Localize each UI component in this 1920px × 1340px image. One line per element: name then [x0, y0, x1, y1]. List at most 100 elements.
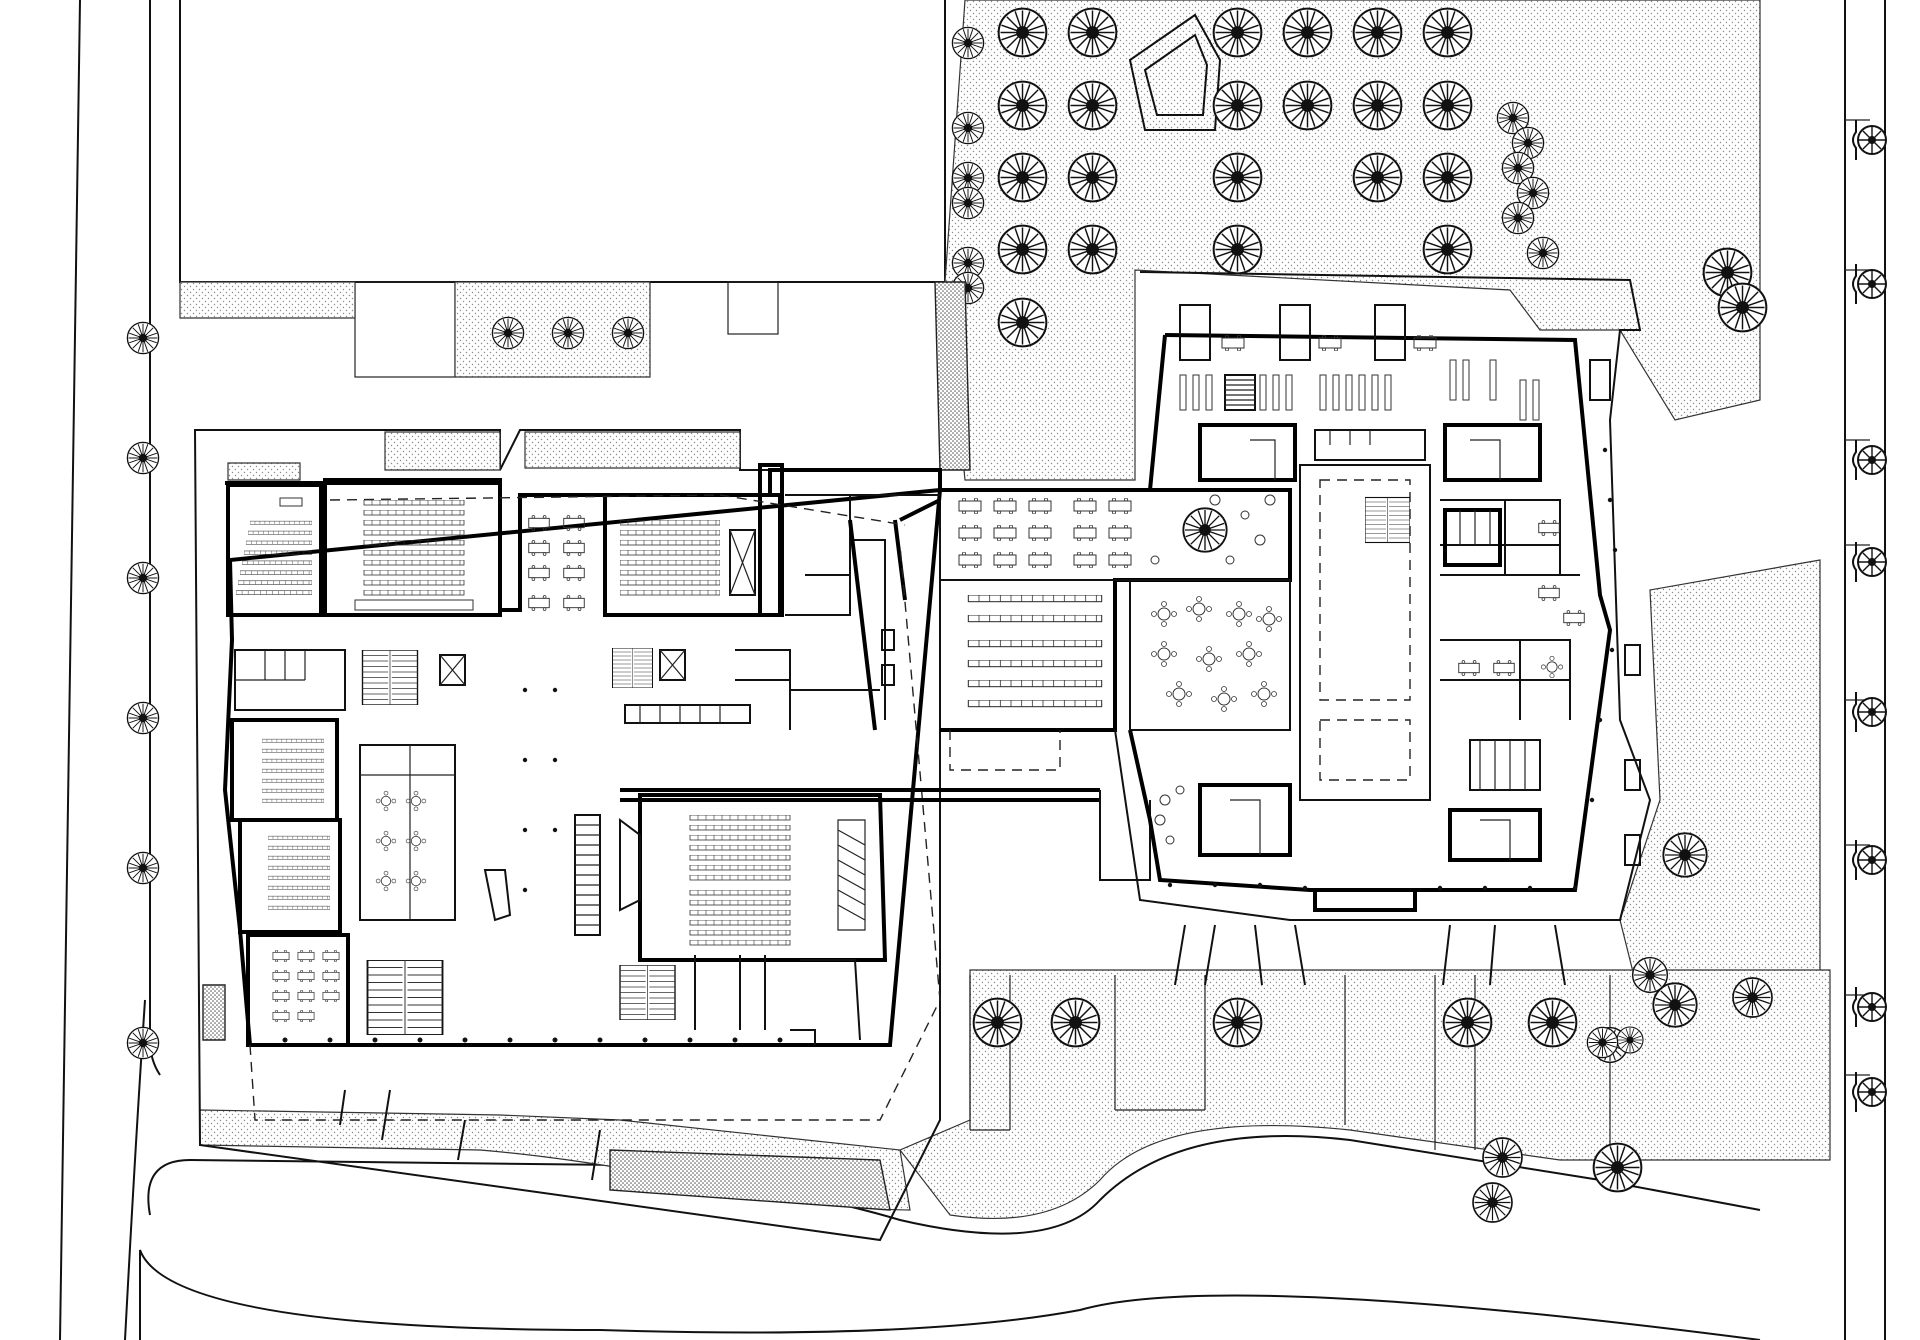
west-podium-dense: [202, 281, 971, 1041]
west-lift: [439, 654, 466, 686]
tree-icon: [1212, 7, 1263, 58]
courtyard-shrubs: [1150, 494, 1276, 565]
classroom-c-desks: [272, 950, 340, 1022]
east-wing: [1114, 271, 1652, 921]
tree-icon: [551, 316, 585, 350]
upper-stair-cross: [729, 529, 756, 596]
tree-icon: [1422, 80, 1473, 131]
south-rooms: [694, 955, 861, 1041]
lounge-outline: [1130, 579, 1291, 731]
main-auditorium-stage: [619, 818, 641, 912]
bridge-corridor: [620, 788, 1100, 802]
west-stair-core: [361, 650, 419, 705]
library-stair: [1224, 374, 1256, 411]
west-wing-lift: [881, 629, 895, 651]
west-roof-overhang: [249, 544, 941, 1121]
library-desk-block-3: [1374, 304, 1406, 361]
tree-icon: [1852, 119, 1887, 161]
south-central-stair-core: [619, 965, 676, 1020]
library-desk-block-2: [1279, 304, 1311, 361]
tree-icon: [1182, 507, 1228, 553]
tree-icon: [126, 1026, 160, 1060]
east-north-core-1: [1198, 423, 1297, 482]
east-south-core-2: [1448, 808, 1542, 862]
library-desk-block-1: [1179, 304, 1211, 361]
north-service-rooms: [735, 649, 880, 730]
tree-icon: [126, 321, 160, 355]
north-counter: [624, 704, 751, 724]
west-street-edge-2: [59, 0, 81, 1340]
study-area-desks: [967, 595, 1103, 708]
tree-icon: [1442, 997, 1493, 1048]
tree-icon: [1717, 282, 1768, 333]
east-archive: [1469, 739, 1541, 791]
tree-icon: [1212, 80, 1263, 131]
tree-icon: [1501, 201, 1535, 235]
tree-icon: [972, 997, 1023, 1048]
east-courtyard: [1299, 464, 1431, 801]
tree-icon: [1852, 1071, 1887, 1113]
tree-icon: [997, 224, 1048, 275]
tree-icon: [1067, 80, 1118, 131]
west-wing-service-rooms: [785, 494, 940, 720]
east-bench-3: [1624, 834, 1641, 866]
east-courtyard-dashed-2: [1319, 719, 1411, 781]
classroom-b-seating: [268, 835, 330, 910]
lecture-hall-2: [323, 478, 502, 617]
tree-icon: [126, 561, 160, 595]
central-meeting-partitions: [360, 745, 455, 920]
classroom-a: [230, 718, 339, 822]
tree-icon: [1050, 997, 1101, 1048]
classroom-b: [238, 818, 342, 934]
tree-icon: [1422, 7, 1473, 58]
bridge-link: [1099, 790, 1151, 881]
tree-icon: [997, 297, 1048, 348]
tree-icon: [1852, 439, 1887, 481]
tree-icon: [1586, 1026, 1619, 1059]
tree-icon: [951, 186, 985, 220]
west-wing-diagonal-wall: [848, 498, 941, 731]
east-courtyard-dashed: [1319, 479, 1411, 701]
tree-icon: [997, 7, 1048, 58]
west-wing: [193, 281, 971, 1242]
tree-icon: [126, 701, 160, 735]
east-parking-bays: [1845, 119, 1870, 1076]
classroom-a-seating: [262, 738, 324, 803]
lecture-hall-2-stage: [354, 599, 474, 611]
south-plaza-dense: [609, 1149, 891, 1211]
tree-icon: [951, 26, 985, 60]
east-canopy: [1589, 359, 1611, 401]
tree-icon: [1212, 224, 1263, 275]
upper-stage-room: [758, 463, 784, 617]
tree-icon: [1422, 224, 1473, 275]
east-offices-2: [1440, 639, 1571, 720]
south-parking-stripes: [969, 975, 1611, 1160]
tree-icon: [1212, 997, 1263, 1048]
north-central-stair-core: [611, 648, 654, 688]
south-reception: [790, 1029, 816, 1045]
bridge-corridor-dashed: [949, 730, 1061, 771]
library-shelves: [1179, 359, 1540, 421]
west-toilets-partitions: [235, 650, 306, 681]
west-street-edge: [149, 0, 161, 1076]
north-lot-outline: [179, 0, 946, 283]
tree-icon: [1652, 982, 1698, 1028]
tree-icon: [1852, 839, 1887, 881]
north-lot-block-2: [727, 281, 779, 335]
tree-icon: [1482, 1137, 1523, 1178]
tree-icon: [491, 316, 525, 350]
central-meeting-tables: [375, 790, 427, 892]
tree-icon: [1282, 80, 1333, 131]
west-roof-overhang-2: [329, 494, 906, 526]
east-wing-outer-wall-west: [1148, 334, 1167, 491]
lecture-hall-1-lectern: [279, 497, 303, 507]
tree-icon: [1616, 1026, 1644, 1054]
tree-icon: [1212, 152, 1263, 203]
connector: [620, 488, 1292, 881]
tree-icon: [1852, 541, 1887, 583]
tree-icon: [1422, 152, 1473, 203]
tree-icon: [1352, 80, 1403, 131]
east-bench-2: [1624, 759, 1641, 791]
east-south-core-1: [1198, 783, 1292, 857]
